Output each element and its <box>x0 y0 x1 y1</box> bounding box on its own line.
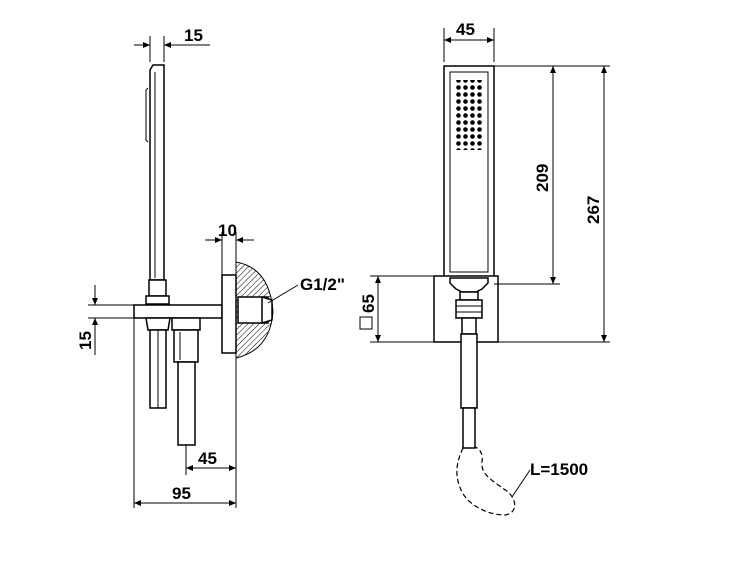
label-front-handle-height: 209 <box>533 164 552 192</box>
square-symbol-icon <box>359 316 373 330</box>
dim-front-hose-length: L=1500 <box>511 460 588 498</box>
holder-bracket-side <box>133 304 223 446</box>
label-front-hose-length: L=1500 <box>530 460 588 479</box>
wall-flange-side <box>221 261 274 359</box>
front-view: 45 209 267 65 L=1500 <box>359 20 610 516</box>
dim-front-bracket-square: 65 <box>359 275 434 343</box>
wall-bracket-front <box>433 275 499 343</box>
label-side-bottom-total: 95 <box>172 484 191 503</box>
dim-side-wall-offset: 10 <box>205 221 254 275</box>
label-front-total-height: 267 <box>584 196 603 224</box>
label-side-bottom-inner: 45 <box>198 449 217 468</box>
label-side-top-width: 15 <box>184 26 203 45</box>
hand-shower-side <box>145 64 170 305</box>
dim-front-total-height: 267 <box>584 66 607 342</box>
dim-front-handle-height: 209 <box>533 66 556 284</box>
dim-side-left-height: 15 <box>76 285 134 355</box>
dim-side-bottom-total: 95 <box>134 484 236 506</box>
dim-side-bottom-inner: 45 <box>186 449 236 471</box>
dim-front-top-width: 45 <box>443 20 495 62</box>
side-view: 15 10 G1/2" 15 <box>76 26 345 508</box>
hose-front <box>456 333 516 516</box>
label-side-wall-offset: 10 <box>218 221 237 240</box>
dim-side-top-width: 15 <box>134 26 210 62</box>
label-side-thread: G1/2" <box>300 275 345 294</box>
spray-nozzles-icon <box>456 80 484 150</box>
label-side-left-height: 15 <box>76 331 95 350</box>
dim-side-thread: G1/2" <box>267 275 345 304</box>
label-front-top-width: 45 <box>456 20 475 39</box>
label-front-bracket-square: 65 <box>359 294 378 313</box>
hand-shower-front <box>443 65 495 279</box>
